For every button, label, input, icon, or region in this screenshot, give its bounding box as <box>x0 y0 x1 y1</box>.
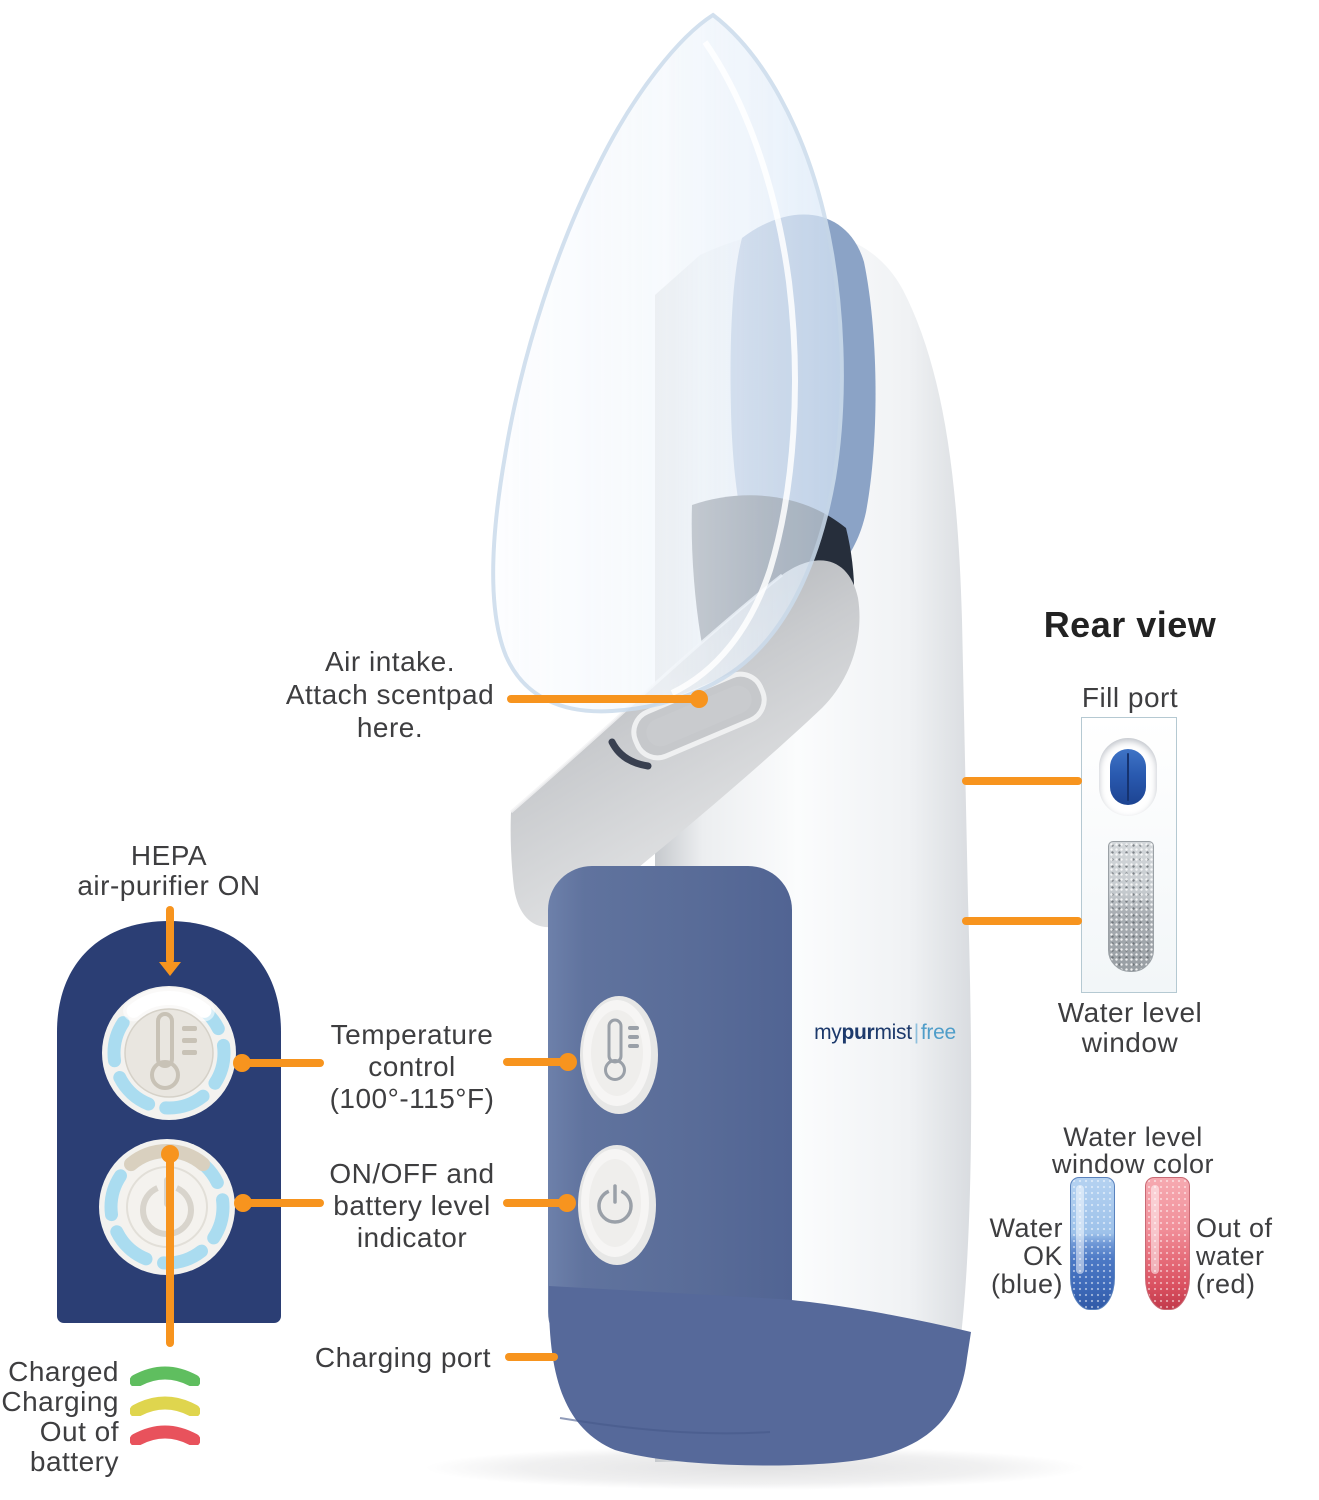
brand-logo: mypurmist|free <box>810 1021 960 1045</box>
water-window-line <box>962 917 1082 925</box>
hepa-label: HEPA air-purifier ON <box>77 840 261 901</box>
hepa-arrow-line <box>166 906 174 964</box>
brand-variant: free <box>920 1021 956 1044</box>
charged-arc-icon <box>130 1366 200 1386</box>
charged-label: Charged <box>8 1356 119 1387</box>
window-color-title: Water level window color <box>1051 1122 1215 1179</box>
air-intake-line <box>507 695 699 703</box>
onoff-label: ON/OFF and battery level indicator <box>329 1158 495 1253</box>
water-ok-label: Water OK (blue) <box>989 1213 1063 1299</box>
out-of-battery-label-line1: Out of <box>39 1416 119 1447</box>
air-intake-label: Air intake. Attach scentpad here. <box>285 646 495 743</box>
fill-port-label: Fill port <box>1081 682 1179 713</box>
battery-indicator-dot <box>161 1145 179 1163</box>
onoff-line-right <box>503 1199 568 1207</box>
onoff-dot-left <box>234 1194 252 1212</box>
water-level-window-label: Water level window <box>1057 997 1203 1058</box>
closeup-temp-button <box>102 986 236 1120</box>
slot-shadow <box>608 738 652 770</box>
battery-indicator-line <box>166 1152 174 1347</box>
temperature-control-label: Temperature control (100°-115°F) <box>329 1019 495 1114</box>
rear-view-title: Rear view <box>1043 604 1217 645</box>
device-base <box>548 1286 971 1466</box>
out-of-battery-label-line2: battery <box>29 1446 119 1477</box>
brand-suffix: mist <box>874 1021 912 1044</box>
onoff-line-left <box>243 1199 324 1207</box>
charging-port-label: Charging port <box>314 1342 492 1373</box>
air-intake-slot <box>631 671 767 761</box>
brand-prefix: my <box>814 1021 842 1044</box>
thermometer-icon <box>604 1018 639 1081</box>
out-of-battery-arc-icon <box>130 1425 200 1445</box>
rear-panel <box>1081 717 1177 993</box>
steam-mask <box>491 12 844 714</box>
temp-dot-right <box>559 1053 577 1071</box>
charging-arc-icon <box>130 1396 200 1416</box>
brand-bold: pur <box>841 1021 875 1044</box>
fill-port-line <box>962 777 1082 785</box>
device-shadow <box>425 1446 1085 1490</box>
thermometer-icon <box>150 1012 197 1090</box>
brand-divider: | <box>913 1021 919 1044</box>
air-intake-dot <box>690 690 708 708</box>
out-of-water-label: Out of water (red) <box>1196 1213 1273 1299</box>
device-power-button <box>578 1145 656 1265</box>
water-level-window <box>1108 841 1154 972</box>
temp-line-left <box>242 1059 324 1067</box>
fill-port-cap <box>1110 749 1146 805</box>
out-of-water-tube <box>1145 1177 1190 1310</box>
charging-label: Charging <box>1 1386 119 1417</box>
water-ok-tube <box>1070 1177 1115 1310</box>
hepa-down-arrow-icon <box>159 962 181 976</box>
base-seam <box>559 1417 771 1435</box>
temp-dot-left <box>233 1054 251 1072</box>
charging-port-line <box>505 1353 558 1361</box>
fill-port <box>1099 738 1157 816</box>
onoff-dot-right <box>558 1194 576 1212</box>
mask-inner-edge <box>670 40 798 696</box>
device-temp-button <box>580 996 658 1114</box>
temp-line-right <box>503 1058 569 1066</box>
power-icon <box>597 1184 633 1224</box>
device-grip <box>548 866 792 1356</box>
